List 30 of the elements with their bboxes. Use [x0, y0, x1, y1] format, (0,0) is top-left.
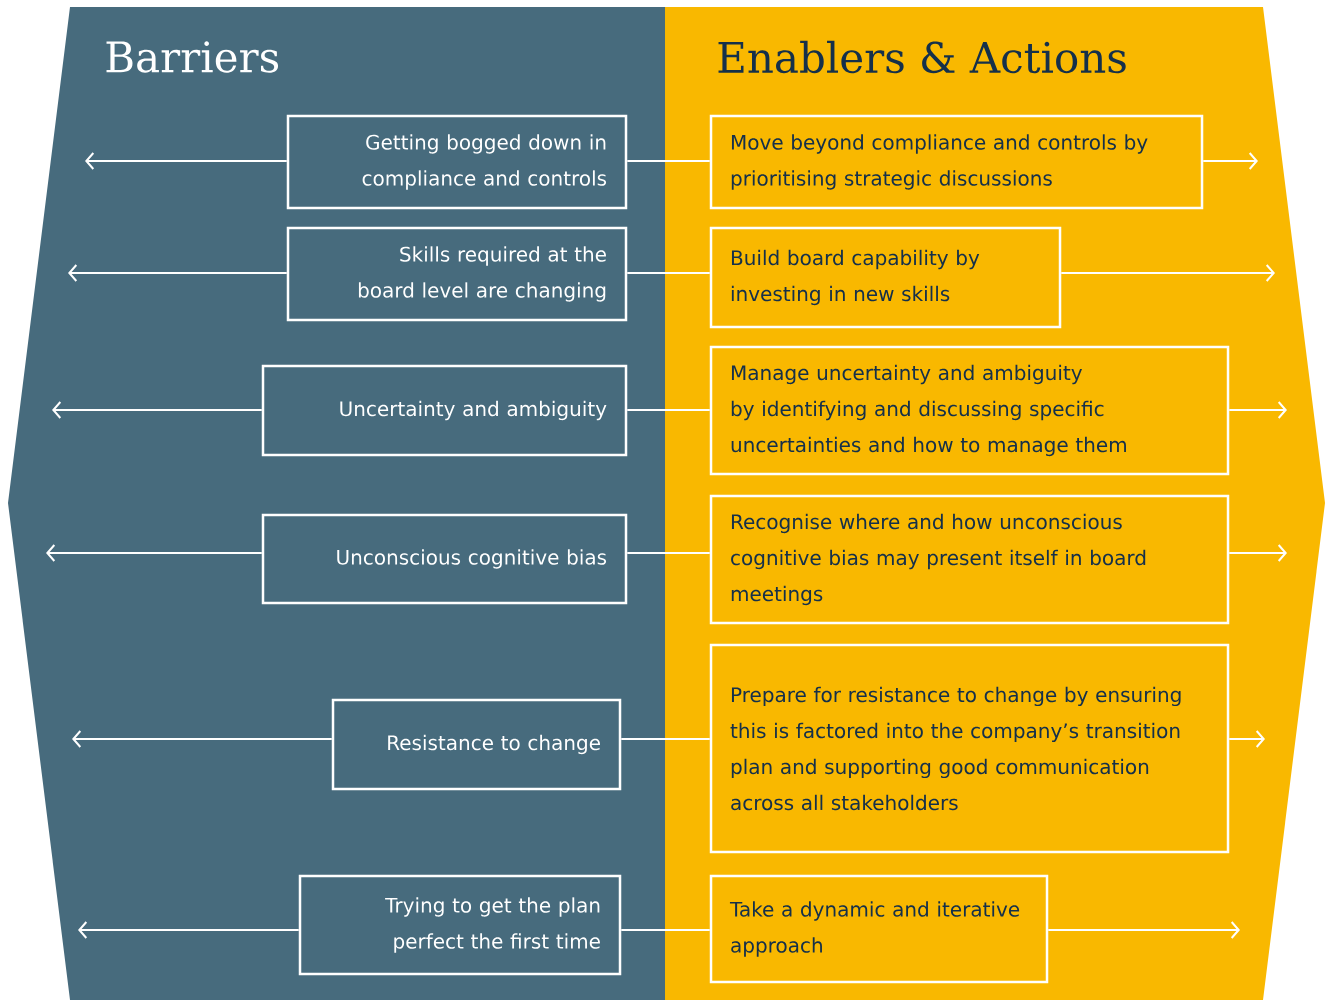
- arrow: [52, 401, 263, 419]
- arrow: [85, 152, 288, 170]
- arrow: [1060, 264, 1275, 282]
- connector-line: [626, 552, 711, 554]
- text-box: Uncertainty and ambiguity: [261, 364, 628, 457]
- text-box: Trying to get the plan perfect the first time: [298, 874, 622, 976]
- connector-line: [626, 409, 711, 411]
- text-box: Build board capability by investing in new skills: [709, 226, 1062, 329]
- arrow: [46, 544, 263, 562]
- connector-line: [620, 738, 711, 740]
- text-box: Recognise where and how unconscious cognitive bias may present itself in board meetings: [709, 494, 1230, 625]
- arrow: [78, 921, 300, 939]
- arrow: [1228, 401, 1287, 419]
- text-box: Resistance to change: [331, 698, 622, 791]
- connector-line: [626, 272, 711, 274]
- arrow: [72, 730, 333, 748]
- arrow: [1047, 921, 1240, 939]
- text-box: Move beyond compliance and controls by prioritising strategic discussions: [709, 114, 1204, 210]
- arrow: [1228, 730, 1265, 748]
- connector-line: [620, 929, 711, 931]
- text-box: Prepare for resistance to change by ensuring this is factored into the company’s transition plan and supporting good communication across all stakeholders: [709, 643, 1230, 854]
- arrow: [1202, 152, 1258, 170]
- text-box: Skills required at the board level are changing: [286, 226, 628, 322]
- text-box: Unconscious cognitive bias: [261, 513, 628, 605]
- arrow: [68, 264, 288, 282]
- text-box: Take a dynamic and iterative approach: [709, 874, 1049, 984]
- text-box: Getting bogged down in compliance and controls: [286, 114, 628, 210]
- connector-line: [626, 160, 711, 162]
- text-box: Manage uncertainty and ambiguity by identifying and discussing specific uncertainties and how to manage them: [709, 345, 1230, 476]
- arrow: [1228, 544, 1287, 562]
